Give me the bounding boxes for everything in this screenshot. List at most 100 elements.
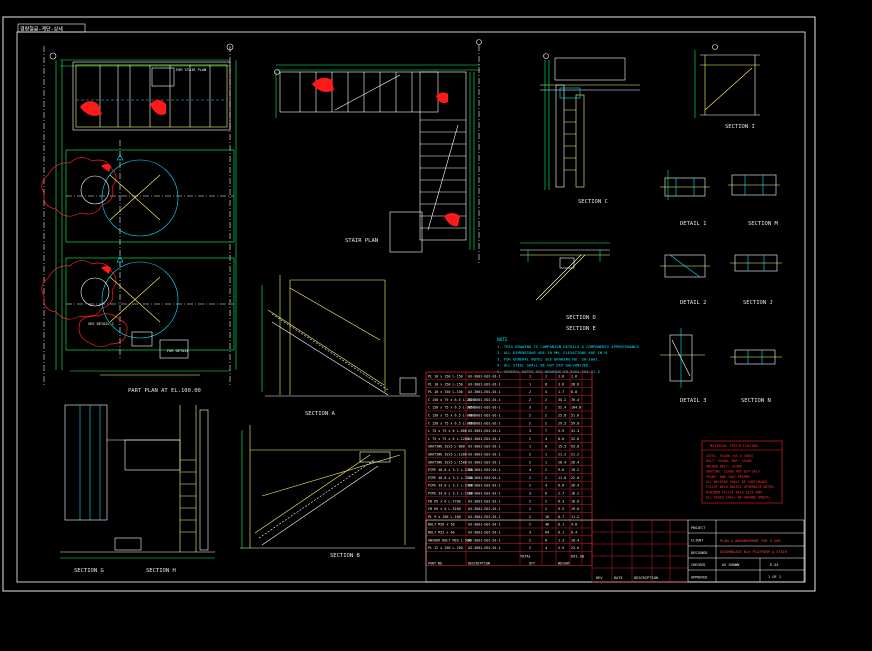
detail-2-title: DETAIL 2 bbox=[680, 300, 707, 306]
row-qty-1: 2 bbox=[529, 507, 531, 511]
note-line: 4. ALL STEEL SHALL BE HOT DIP GALVANIZED… bbox=[497, 363, 591, 368]
title-block-label: DESIGNED bbox=[691, 551, 707, 555]
title-block-label: CLIENT bbox=[691, 538, 703, 542]
row-reference: A3-3001-E01-01-1 bbox=[468, 445, 501, 449]
section-m-title: SECTION M bbox=[748, 221, 778, 227]
inner-border bbox=[16, 31, 806, 583]
header-tag: 경량철골-계단-상세 bbox=[20, 26, 63, 33]
table-total-value: 691.30 bbox=[571, 554, 584, 558]
header-tag-box bbox=[17, 23, 86, 33]
row-weight-1: 8.0 bbox=[558, 437, 564, 441]
title-block-label: APPROVED bbox=[691, 576, 707, 580]
callout-detail: FOR DETAIL bbox=[167, 349, 189, 353]
material-spec-heading: MATERIAL SPECIFICATION bbox=[710, 444, 758, 448]
title-block bbox=[425, 519, 805, 583]
row-weight-1: 21.2 bbox=[558, 453, 566, 457]
row-qty-2: 2 bbox=[545, 406, 547, 410]
row-weight-1: 1.7 bbox=[558, 390, 564, 394]
section-c-view bbox=[540, 53, 640, 190]
row-reference: A3-3001-E01-01-1 bbox=[468, 398, 501, 402]
row-description: PL 10 x 150 L-150 bbox=[428, 375, 463, 379]
row-weight-2: 1.6 bbox=[571, 375, 577, 379]
material-spec-box bbox=[701, 440, 783, 504]
row-description: PIPE 34.0 x 3.2 L-1100 bbox=[428, 492, 473, 496]
row-qty-2: 64 bbox=[545, 531, 549, 535]
row-qty-1: 2 bbox=[529, 437, 531, 441]
row-description: FB 65 x 6 L-3100 bbox=[428, 507, 461, 511]
revision-label: REV bbox=[596, 576, 603, 580]
row-qty-1: 2 bbox=[529, 398, 531, 402]
row-description: BOLT M16 x 50 bbox=[428, 523, 455, 527]
row-qty-1: 3 bbox=[529, 492, 531, 496]
row-qty-2: 2 bbox=[545, 421, 547, 425]
section-d-title: SECTION D bbox=[566, 315, 596, 321]
section-a-title: SECTION A bbox=[305, 411, 335, 417]
row-description: ANCHOR BOLT M20 L-500 bbox=[428, 538, 471, 542]
row-qty-2: 1 bbox=[545, 453, 547, 457]
row-qty-1: 3 bbox=[529, 406, 531, 410]
notes-heading: NOTE bbox=[497, 337, 508, 343]
material-spec-line: ALL WELDING SHALL BE CONTINUOUS bbox=[706, 480, 768, 484]
row-qty-1: 2 bbox=[529, 546, 531, 550]
row-reference: A3-3001-E01-01-1 bbox=[468, 390, 501, 394]
row-description: GRATING 32x5 L-1500 bbox=[428, 460, 467, 464]
row-description: PIPE 48.6 x 3.2 L-3100 bbox=[428, 476, 473, 480]
row-qty-2: 8 bbox=[545, 538, 547, 542]
row-qty-2: 1 bbox=[545, 460, 547, 464]
row-weight-2: 26.4 bbox=[571, 484, 579, 488]
title-block-label: PROJECT bbox=[691, 526, 705, 530]
row-weight-1: 25.8 bbox=[558, 414, 566, 418]
row-reference: A3-3001-E01-01-1 bbox=[468, 499, 501, 503]
row-reference: A3-3001-E01-01-1 bbox=[468, 476, 501, 480]
row-qty-2: 2 bbox=[545, 507, 547, 511]
row-description: PIPE 48.6 x 3.2 L-2700 bbox=[428, 468, 473, 472]
table-total-label: TOTAL bbox=[520, 554, 531, 558]
row-qty-1: 2 bbox=[529, 460, 531, 464]
detail-1-title: DETAIL 1 bbox=[680, 221, 707, 227]
row-description: GRATING 32x5 L-880 bbox=[428, 445, 465, 449]
section-g-title: SECTION G bbox=[74, 568, 104, 574]
callout-stair-plan: FOR STAIR PLAN bbox=[176, 68, 206, 72]
date-label: DATE bbox=[614, 576, 623, 580]
row-description: PL 9 x 100 L-100 bbox=[428, 515, 461, 519]
row-weight-1: 6.6 bbox=[558, 484, 564, 488]
row-description: PL 10 x 150 L-150 bbox=[428, 382, 463, 386]
row-reference: A3-3001-E01-01-1 bbox=[468, 531, 501, 535]
row-reference: A3-3001-E01-01-1 bbox=[468, 507, 501, 511]
drawing-title-2: ASSEMBLAGE BLK PLATFORM & STAIR bbox=[720, 550, 788, 554]
section-c-title: SECTION C bbox=[578, 199, 608, 205]
row-qty-2: 2 bbox=[545, 398, 547, 402]
row-weight-2: 16.6 bbox=[571, 499, 579, 503]
row-reference: A3-3001-E01-01-1 bbox=[468, 538, 501, 542]
detail-3-title: DETAIL 3 bbox=[680, 398, 707, 404]
row-qty-2: 8 bbox=[545, 382, 547, 386]
row-qty-2: 6 bbox=[545, 492, 547, 496]
row-qty-2: 7 bbox=[545, 429, 547, 433]
detail-3-view bbox=[660, 328, 705, 388]
row-reference: A3-3001-E01-01-1 bbox=[468, 421, 501, 425]
row-qty-2: 4 bbox=[545, 437, 547, 441]
title-block-label: CHECKED bbox=[691, 563, 705, 567]
material-spec-line: BOLT: SS400, NUT: SS400 bbox=[706, 459, 752, 463]
row-qty-1: 1 bbox=[529, 382, 531, 386]
row-qty-2: 1 bbox=[545, 375, 547, 379]
row-weight-2: 11.2 bbox=[571, 515, 579, 519]
row-weight-1: 35.2 bbox=[558, 398, 566, 402]
row-description: L 75 x 75 x 6 L-880 bbox=[428, 429, 467, 433]
row-qty-1: 3 bbox=[529, 429, 531, 433]
row-weight-2: 41.3 bbox=[571, 429, 579, 433]
row-weight-1: 29.5 bbox=[558, 421, 566, 425]
description-label: DESCRIPTION bbox=[634, 576, 658, 580]
